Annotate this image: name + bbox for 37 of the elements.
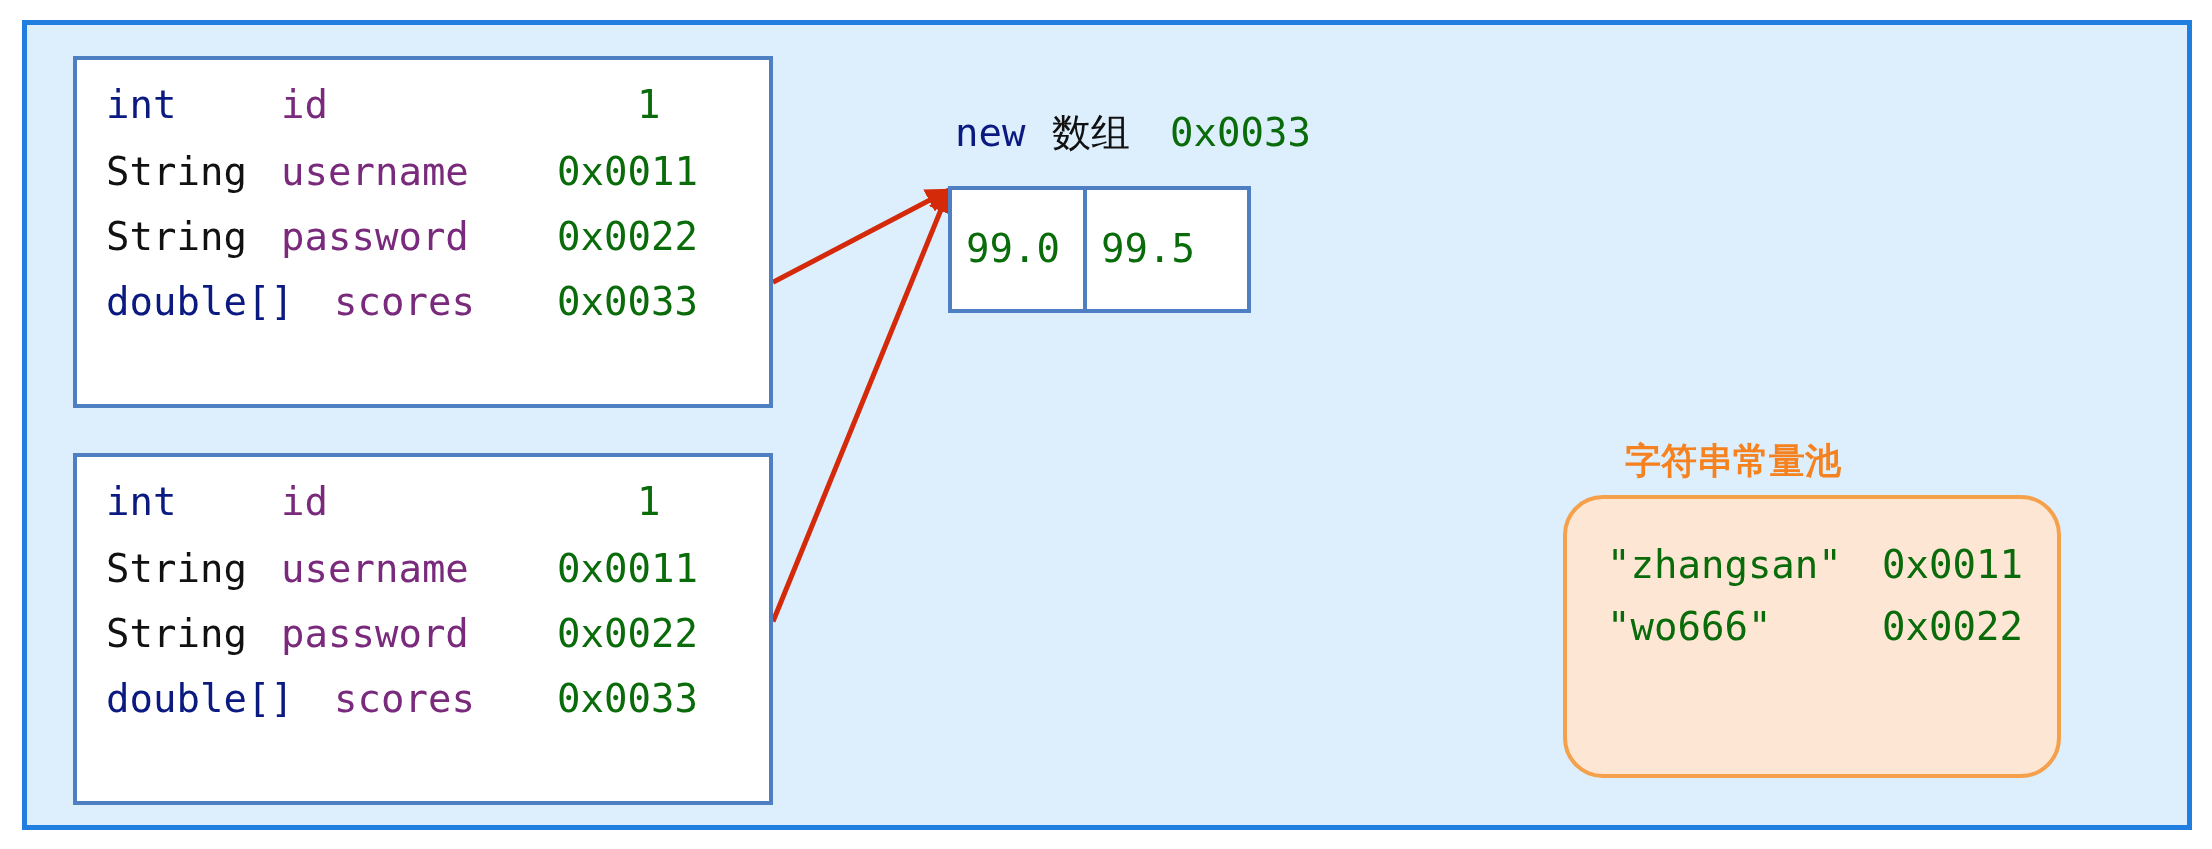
field-value: 0x0033 — [557, 279, 698, 325]
object-box — [73, 56, 773, 408]
field-value: 0x0022 — [557, 611, 698, 657]
field-value: 0x0022 — [557, 214, 698, 260]
array-label: 数组 — [1052, 110, 1130, 156]
field-value: 1 — [637, 479, 661, 525]
type-keyword: String — [106, 149, 247, 195]
field-name: password — [281, 611, 469, 657]
field-name: id — [281, 479, 328, 525]
field-name: id — [281, 82, 328, 128]
type-keyword: String — [106, 214, 247, 260]
field-name: scores — [334, 279, 475, 325]
element-value: 99.5 — [1101, 226, 1195, 272]
field-value: 0x0033 — [557, 676, 698, 722]
type-keyword: double[] — [106, 676, 294, 722]
field-name: scores — [334, 676, 475, 722]
type-keyword: double[] — [106, 279, 294, 325]
type-keyword: String — [106, 546, 247, 592]
field-value: 0x0011 — [557, 546, 698, 592]
field-name: password — [281, 214, 469, 260]
field-name: username — [281, 149, 469, 195]
heap-area — [22, 20, 2192, 830]
field-value: 0x0011 — [557, 149, 698, 195]
element-value: 99.0 — [966, 226, 1060, 272]
string-literal: "wo666" — [1607, 604, 1772, 650]
pool-title: 字符串常量池 — [1625, 439, 1841, 483]
keyword: new — [955, 110, 1026, 156]
object-box — [73, 453, 773, 805]
type-keyword: int — [106, 82, 177, 128]
field-value: 1 — [637, 82, 661, 128]
address: 0x0022 — [1882, 604, 2023, 650]
address: 0x0011 — [1882, 542, 2023, 588]
type-keyword: String — [106, 611, 247, 657]
field-name: username — [281, 546, 469, 592]
type-keyword: int — [106, 479, 177, 525]
string-literal: "zhangsan" — [1607, 542, 1842, 588]
address: 0x0033 — [1170, 110, 1311, 156]
